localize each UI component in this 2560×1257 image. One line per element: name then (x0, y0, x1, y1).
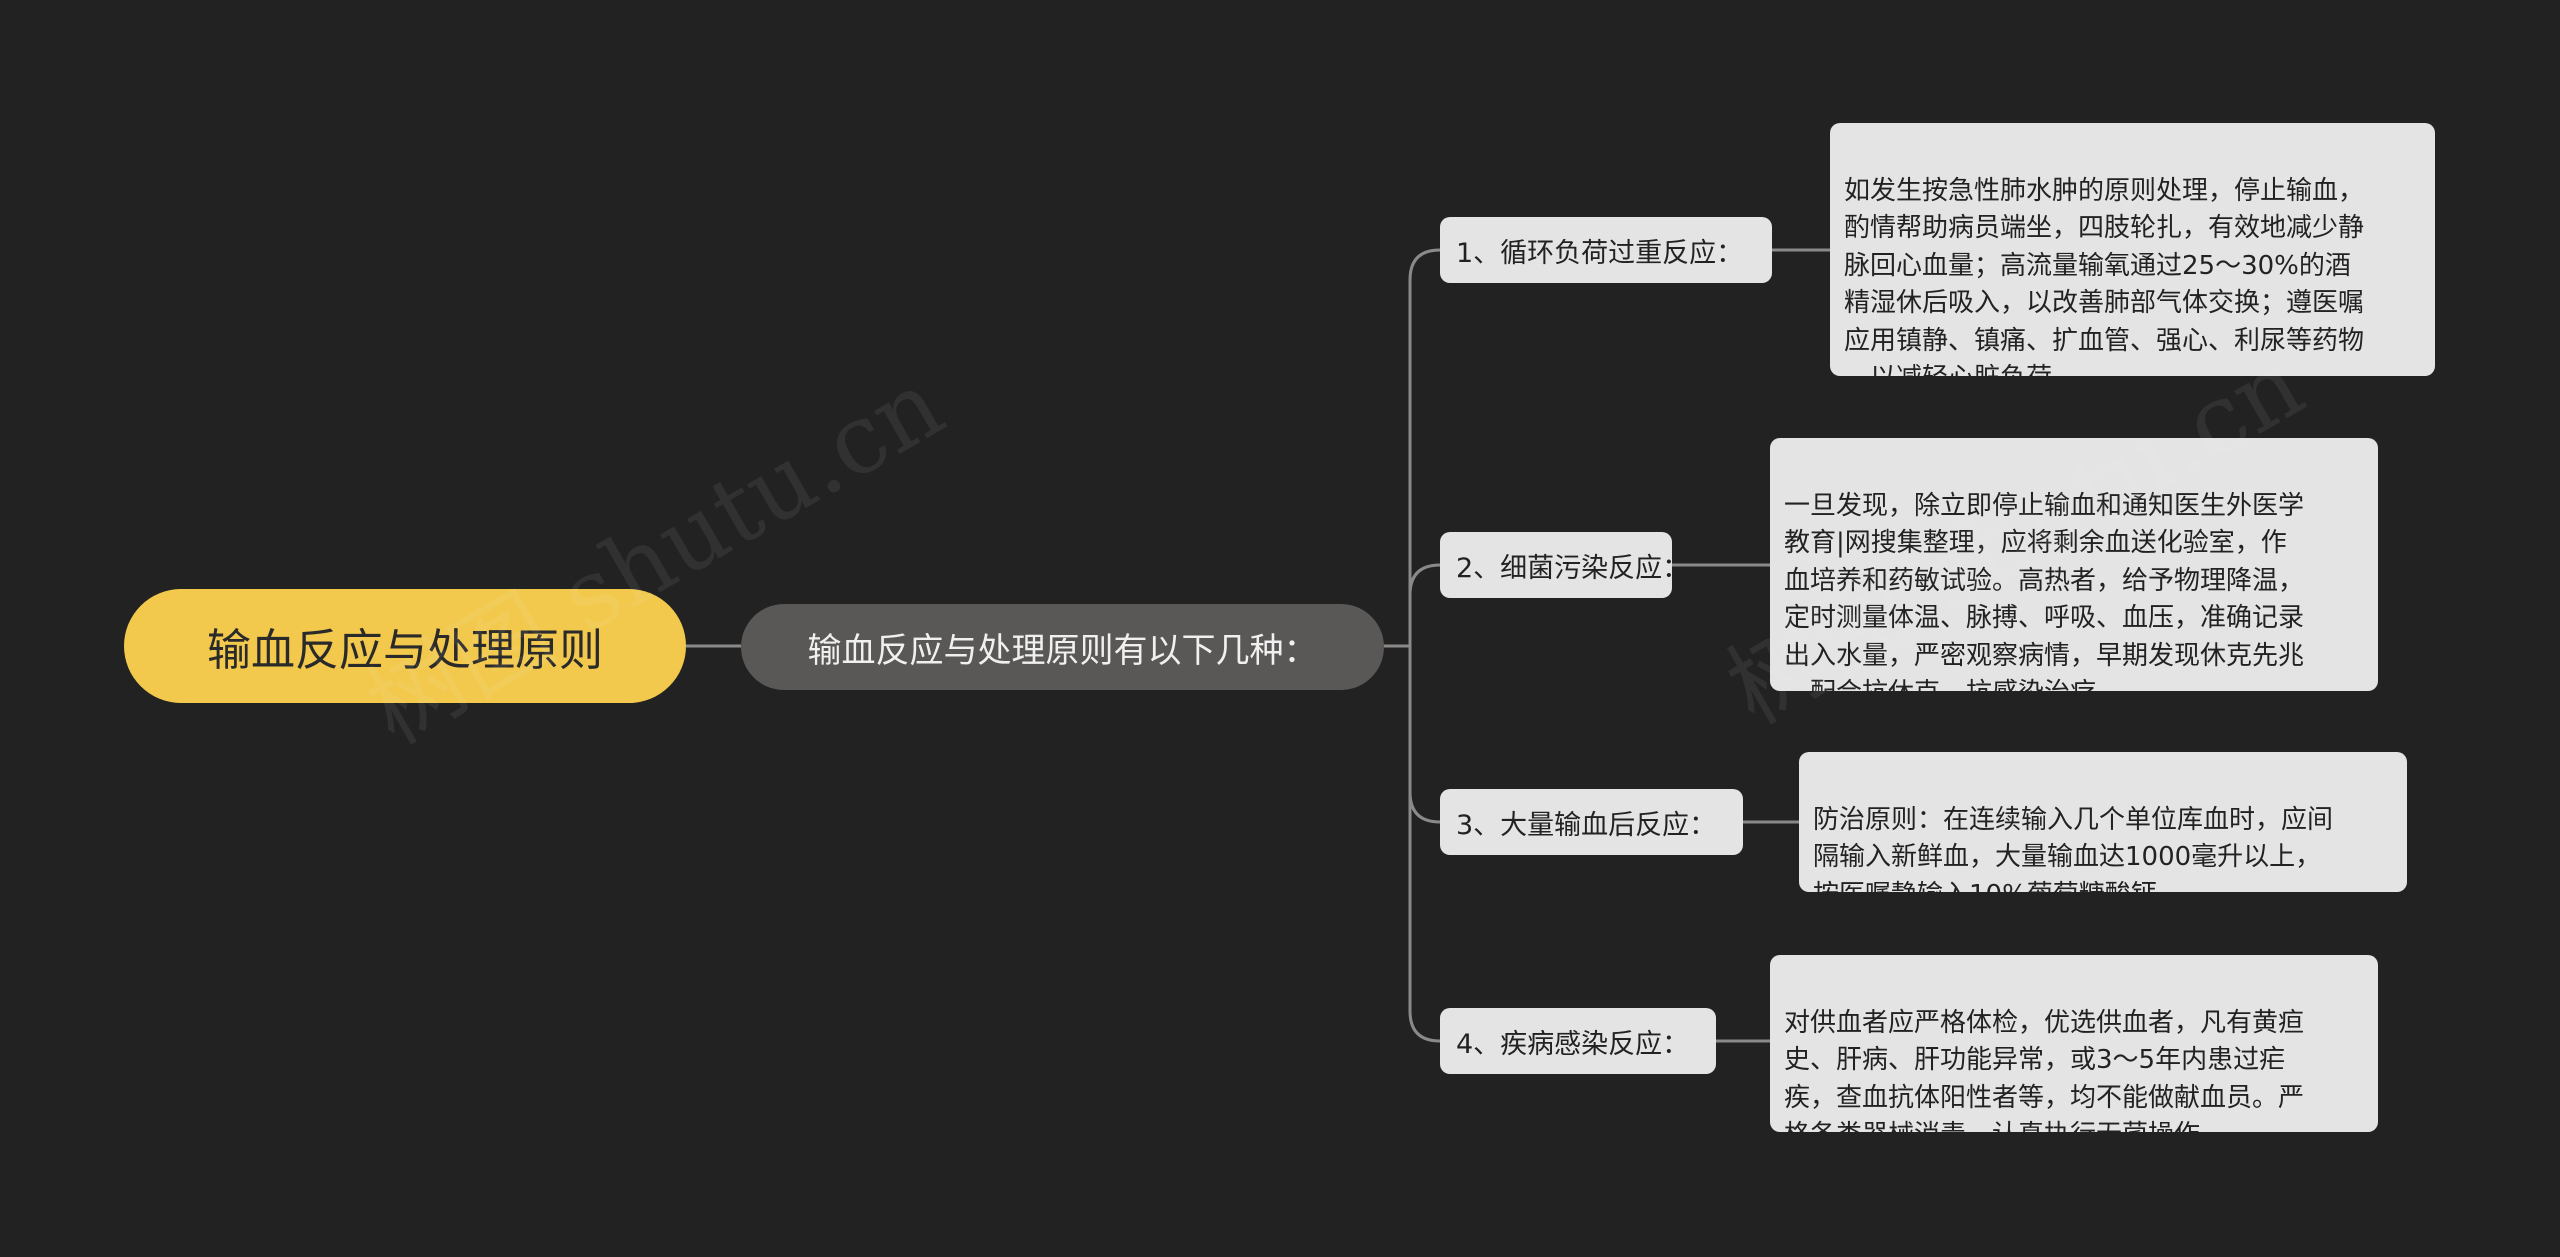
detail-text: 防治原则：在连续输入几个单位库血时，应间 隔输入新鲜血，大量输血达1000毫升以… (1813, 804, 2334, 910)
branch-node-3[interactable]: 3、大量输血后反应： (1440, 789, 1743, 855)
branch-label: 2、细菌污染反应： (1456, 552, 1690, 584)
branch-node-4[interactable]: 4、疾病感染反应： (1440, 1008, 1716, 1074)
detail-text: 如发生按急性肺水肿的原则处理，停止输血， 酌情帮助病员端坐，四肢轮扎，有效地减少… (1844, 175, 2365, 394)
branch-label: 3、大量输血后反应： (1456, 809, 1717, 841)
branch-node-1[interactable]: 1、循环负荷过重反应： (1440, 217, 1772, 283)
detail-node-4[interactable]: 对供血者应严格体检，优选供血者，凡有黄疸 史、肝病、肝功能异常，或3～5年内患过… (1770, 955, 2378, 1150)
branch-label: 4、疾病感染反应： (1456, 1028, 1690, 1060)
root-node[interactable]: 输血反应与处理原则 (124, 589, 686, 703)
branch-node-2[interactable]: 2、细菌污染反应： (1440, 532, 1689, 598)
detail-node-1[interactable]: 如发生按急性肺水肿的原则处理，停止输血， 酌情帮助病员端坐，四肢轮扎，有效地减少… (1830, 123, 2435, 393)
branch-2-curve (1408, 563, 1441, 646)
branch-label: 1、循环负荷过重反应： (1456, 237, 1744, 269)
detail-text: 对供血者应严格体检，优选供血者，凡有黄疸 史、肝病、肝功能异常，或3～5年内患过… (1784, 1007, 2305, 1151)
intro-label: 输血反应与处理原则有以下几种： (807, 630, 1318, 671)
branch-3-curve (1408, 646, 1441, 824)
branch-4-curve (1408, 646, 1441, 1043)
branch-1-curve (1408, 248, 1441, 646)
intro-node[interactable]: 输血反应与处理原则有以下几种： (741, 604, 1384, 690)
detail-node-2[interactable]: 一旦发现，除立即停止输血和通知医生外医学 教育|网搜集整理，应将剩余血送化验室，… (1770, 438, 2378, 708)
detail-node-3[interactable]: 防治原则：在连续输入几个单位库血时，应间 隔输入新鲜血，大量输血达1000毫升以… (1799, 752, 2407, 910)
detail-text: 一旦发现，除立即停止输血和通知医生外医学 教育|网搜集整理，应将剩余血送化验室，… (1784, 490, 2305, 709)
root-label: 输血反应与处理原则 (207, 625, 603, 676)
